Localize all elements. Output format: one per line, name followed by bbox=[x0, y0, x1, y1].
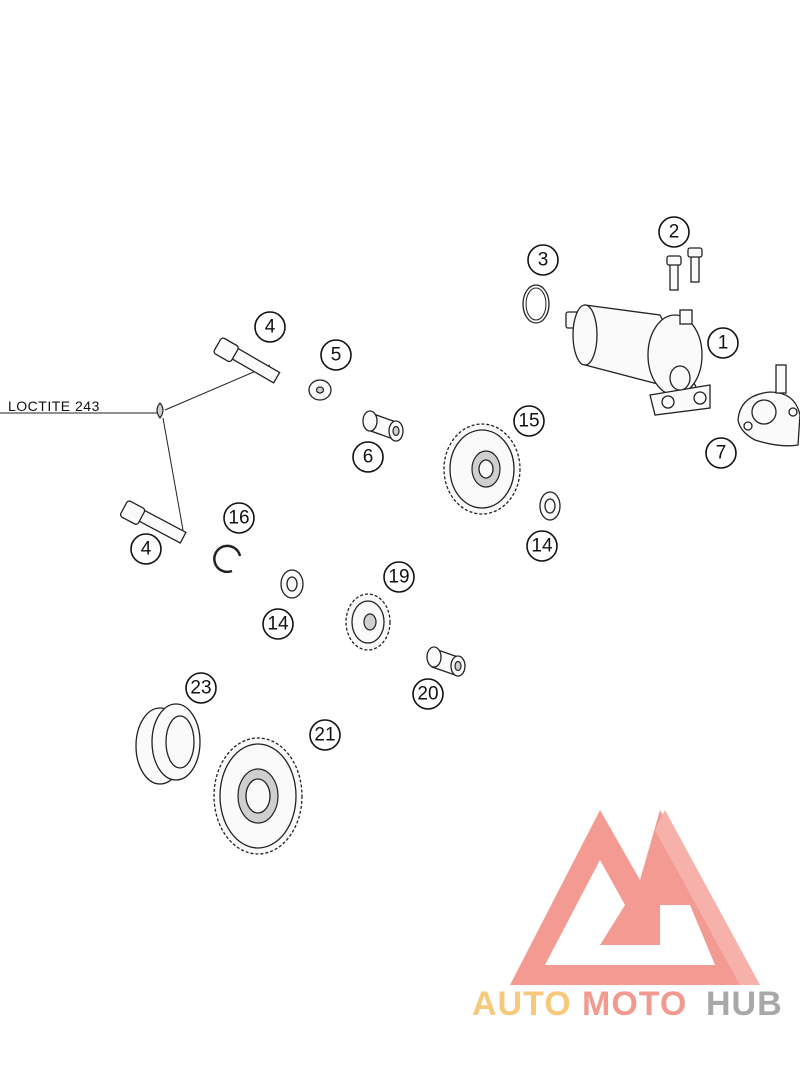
callout-7: 7 bbox=[705, 437, 737, 469]
svg-text:23: 23 bbox=[190, 678, 211, 699]
svg-text:21: 21 bbox=[314, 725, 335, 746]
gear-part-15 bbox=[443, 423, 521, 515]
callout-14-right: 14 bbox=[526, 530, 558, 562]
svg-text:16: 16 bbox=[228, 508, 249, 529]
callout-2: 2 bbox=[658, 216, 690, 248]
loctite-drop-icon bbox=[156, 402, 164, 420]
washer-part-5 bbox=[308, 379, 332, 401]
circlip-part-16 bbox=[213, 544, 242, 574]
gear-part-21 bbox=[213, 737, 303, 855]
automotohub-watermark-text: AUTO MOTO HUB bbox=[472, 985, 783, 1023]
ring-part-23 bbox=[135, 703, 201, 785]
watermark-hub: HUB bbox=[706, 985, 783, 1023]
callout-21: 21 bbox=[309, 719, 341, 751]
bolt-part-4-lower bbox=[119, 500, 187, 544]
watermark-auto: AUTO bbox=[472, 985, 572, 1023]
cover-part-7 bbox=[737, 364, 800, 447]
svg-text:6: 6 bbox=[363, 447, 374, 468]
sleeve-part-20 bbox=[426, 646, 466, 677]
screws-part-2 bbox=[666, 247, 703, 291]
o-ring-part-3 bbox=[522, 284, 550, 324]
washer-part-14-left bbox=[280, 569, 304, 599]
loctite-label: LOCTITE 243 bbox=[8, 398, 100, 414]
callout-5: 5 bbox=[320, 339, 352, 371]
washer-part-14-right bbox=[539, 491, 561, 521]
callout-15: 15 bbox=[513, 405, 545, 437]
automotohub-watermark-logo bbox=[510, 810, 760, 985]
gear-part-19 bbox=[345, 593, 391, 651]
loctite-leader bbox=[0, 364, 271, 531]
svg-text:4: 4 bbox=[141, 539, 152, 560]
svg-text:2: 2 bbox=[669, 222, 680, 243]
svg-text:19: 19 bbox=[388, 567, 409, 588]
svg-text:1: 1 bbox=[718, 333, 729, 354]
svg-text:20: 20 bbox=[417, 684, 438, 705]
svg-text:7: 7 bbox=[716, 443, 727, 464]
callout-1: 1 bbox=[707, 327, 739, 359]
starter-motor-part-1 bbox=[565, 304, 711, 416]
svg-text:4: 4 bbox=[265, 317, 276, 338]
watermark-moto: MOTO bbox=[582, 985, 687, 1023]
svg-text:5: 5 bbox=[331, 345, 342, 366]
svg-text:15: 15 bbox=[518, 411, 539, 432]
svg-text:3: 3 bbox=[538, 250, 549, 271]
svg-text:14: 14 bbox=[267, 614, 289, 635]
callout-14-left: 14 bbox=[262, 608, 294, 640]
callout-23: 23 bbox=[185, 672, 217, 704]
svg-text:14: 14 bbox=[531, 536, 553, 557]
sleeve-part-6 bbox=[362, 410, 404, 442]
callout-19: 19 bbox=[383, 561, 415, 593]
callout-3: 3 bbox=[527, 244, 559, 276]
bolt-part-4-upper bbox=[213, 337, 281, 384]
callout-20: 20 bbox=[412, 678, 444, 710]
callout-4-lower: 4 bbox=[130, 533, 162, 565]
callout-4-upper: 4 bbox=[254, 311, 286, 343]
callout-16: 16 bbox=[223, 502, 255, 534]
callout-6: 6 bbox=[352, 441, 384, 473]
